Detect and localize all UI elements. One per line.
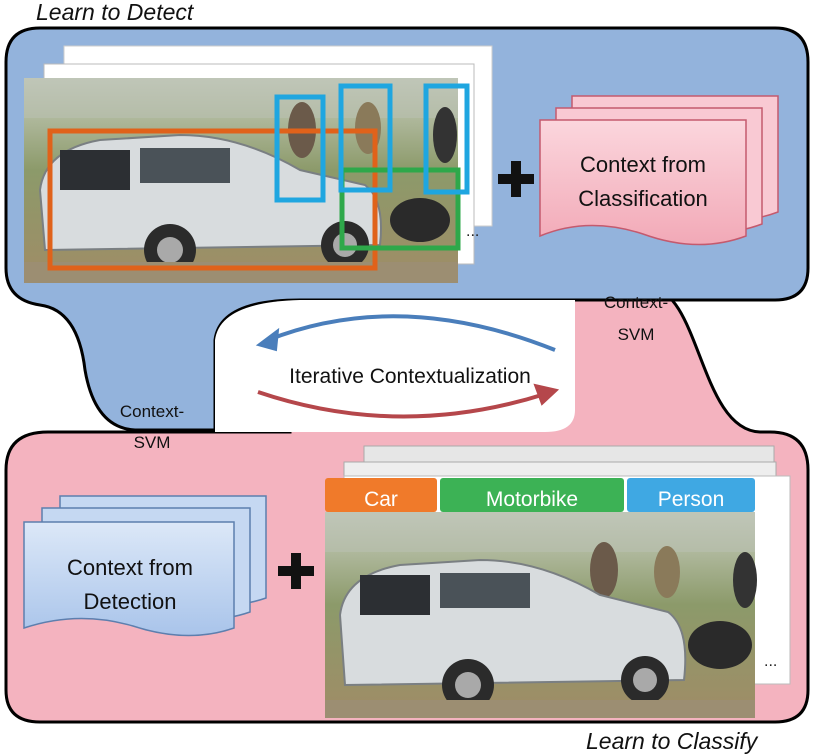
person-detection-box-2 xyxy=(338,83,393,193)
motorbike-detection-box xyxy=(339,167,461,251)
classification-photo xyxy=(325,512,757,718)
context-svm-up-line1: Context- xyxy=(604,293,668,312)
context-detection-line2: Detection xyxy=(84,589,177,614)
plus-icon-bottom xyxy=(278,553,314,589)
detection-photo xyxy=(24,78,458,283)
iterative-contextualization-label: Iterative Contextualization xyxy=(289,365,531,388)
loop-arrow-bottom xyxy=(257,390,546,419)
class-tab-car xyxy=(325,478,437,512)
class-tab-motorbike xyxy=(440,478,624,512)
classification-stack-ellipsis: ... xyxy=(764,653,777,670)
context-svm-down-line2: SVM xyxy=(134,433,171,452)
person-detection-box-1 xyxy=(274,94,326,203)
class-tab-car-label: Car xyxy=(364,488,398,511)
context-svm-down-line1: Context- xyxy=(120,402,184,421)
loop-arrow-top xyxy=(267,314,556,352)
plus-icon-top xyxy=(498,161,534,197)
learn-to-detect-title: Learn to Detect xyxy=(36,0,195,25)
class-tab-person-label: Person xyxy=(658,488,725,511)
car-detection-box xyxy=(47,128,378,271)
learn-to-classify-title: Learn to Classify xyxy=(586,728,759,754)
person-detection-box-3 xyxy=(423,83,470,195)
context-svm-up-line2: SVM xyxy=(618,325,655,344)
context-classification-line2: Classification xyxy=(578,186,708,211)
detection-boxes xyxy=(47,83,470,271)
context-from-detection-doc: Context from Detection xyxy=(23,495,267,637)
class-tab-motorbike-label: Motorbike xyxy=(486,488,578,511)
iterative-loop-arrows xyxy=(255,314,560,419)
context-classification-line1: Context from xyxy=(580,152,706,177)
classification-image-stack: Car Motorbike Person ... xyxy=(325,445,791,718)
context-detection-line1: Context from xyxy=(67,555,193,580)
detection-image-stack: ... xyxy=(24,45,493,283)
context-from-classification-doc: Context from Classification xyxy=(539,95,779,246)
detection-stack-ellipsis: ... xyxy=(466,223,479,240)
class-tab-person xyxy=(627,478,755,512)
iterative-loop-area xyxy=(215,300,575,432)
